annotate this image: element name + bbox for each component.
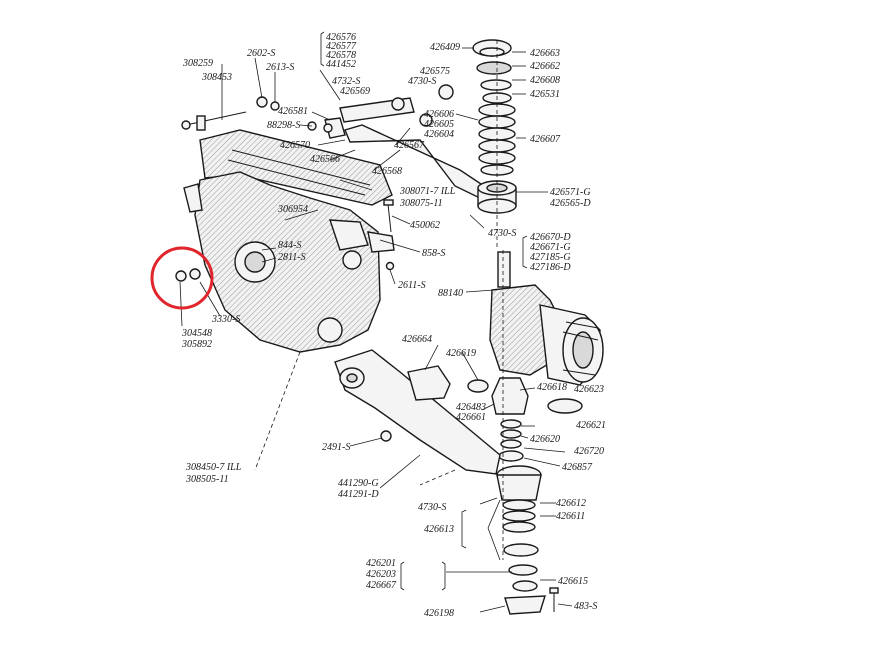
label-426619: 426619 [446,348,476,359]
label-308450: 308450-7 ILL [185,462,242,473]
label-426566: 426566 [310,154,340,165]
label-3330: 3330-S [211,314,240,325]
lower-cup [496,474,542,501]
bearing-stack-top [472,39,517,214]
bearing-stack-bottom [496,465,559,615]
label-426531: 426531 [530,89,560,100]
label-426571: 426571-G [550,187,591,198]
label-426605: 426605 [424,119,454,130]
label-308453: 308453 [201,72,232,83]
label-304548: 304548 [181,328,212,339]
label-426623: 426623 [574,384,604,395]
plate-hole-right [342,250,362,270]
label-426620: 426620 [530,434,560,445]
label-426611: 426611 [556,511,585,522]
label-426578: 426578 [326,50,356,61]
label-426664: 426664 [402,334,432,345]
label-306954: 306954 [277,204,308,215]
rubber-bumper [407,365,451,401]
label-4730-mid: 4730-S [488,228,516,239]
cross-member-group [175,96,395,353]
label-2811: 2811-S [278,252,306,263]
long-bolt [185,111,247,126]
shock-bracket [329,219,369,251]
label-88298: 88298-S [267,120,300,131]
label-308075: 308075-11 [399,198,443,209]
plate-hole-lower [317,317,343,343]
label-4730-top: 4730-S [408,76,436,87]
label-426604: 426604 [424,129,454,140]
lower-wishbone-group [334,349,501,475]
label-426203: 426203 [366,569,396,580]
label-426612: 426612 [556,498,586,509]
label-426483: 426483 [456,402,486,413]
plate-flange [183,183,203,213]
label-426568: 426568 [372,166,402,177]
highlight-circle [150,246,214,310]
label-426569: 426569 [340,86,370,97]
label-426662: 426662 [530,61,560,72]
nut-2491 [380,430,392,442]
stub-axle-group [467,251,604,462]
part-labels: 308259 308453 2602-S 2613-S 426576 42657… [181,32,606,619]
bottom-plate [504,595,546,615]
label-483: 483-S [574,601,597,612]
label-427185: 427185-G [530,252,571,263]
label-426618: 426618 [537,382,567,393]
label-858: 858-S [422,248,445,259]
snap-ring [547,398,583,414]
label-426663: 426663 [530,48,560,59]
kingpin [497,251,511,288]
label-426567: 426567 [394,140,425,151]
label-426581: 426581 [278,106,308,117]
label-2491: 2491-S [322,442,350,453]
label-2602: 2602-S [247,48,275,59]
label-426577: 426577 [326,41,357,52]
label-426409: 426409 [430,42,460,53]
label-2611: 2611-S [398,280,426,291]
label-844: 844-S [278,240,301,251]
label-426606: 426606 [424,109,454,120]
label-450062: 450062 [410,220,440,231]
wishbone-bushing [438,84,454,100]
upper-wishbone-group [307,84,491,201]
highlighted-washer [189,268,201,280]
label-441290: 441290-G [338,478,379,489]
label-427186: 427186-D [530,262,571,273]
highlighted-nut [175,270,187,282]
label-441291: 441291-D [338,489,379,500]
label-426570: 426570 [280,140,310,151]
label-426565: 426565-D [550,198,591,209]
label-308071: 308071-7 ILL [399,186,456,197]
lower-wishbone [334,349,501,475]
label-426615: 426615 [558,576,588,587]
label-426671: 426671-G [530,242,571,253]
label-426667: 426667 [366,580,397,591]
label-426621: 426621 [576,420,606,431]
label-426201: 426201 [366,558,396,569]
seal-ring [467,379,489,393]
label-2613: 2613-S [266,62,294,73]
label-4732: 4732-S [332,76,360,87]
label-426575: 426575 [420,66,450,77]
label-426607: 426607 [530,134,561,145]
label-426720: 426720 [574,446,604,457]
nut-2602 [256,96,268,108]
label-426613: 426613 [424,524,454,535]
label-426670: 426670-D [530,232,571,243]
label-305892: 305892 [181,339,212,350]
label-426857: 426857 [562,462,593,473]
label-308259: 308259 [182,58,213,69]
label-426576: 426576 [326,32,356,43]
label-441452: 441452 [326,59,356,70]
label-426661: 426661 [456,412,486,423]
label-308505: 308505-11 [185,474,229,485]
label-426198: 426198 [424,608,454,619]
label-4730-low: 4730-S [418,502,446,513]
leader-lines [179,31,573,613]
label-88140: 88140 [438,288,463,299]
label-426608: 426608 [530,75,560,86]
